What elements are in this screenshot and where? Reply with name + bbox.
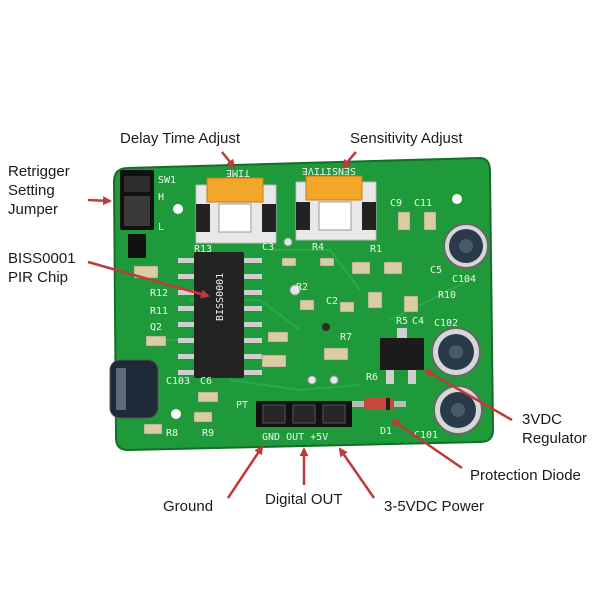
- callout-ground: Ground: [163, 498, 214, 515]
- capacitor-c101: [433, 385, 483, 435]
- mounting-hole: [452, 194, 462, 204]
- silk-r1: R1: [370, 244, 382, 255]
- silk-r13: R13: [194, 244, 212, 255]
- arrow-ground: [226, 445, 264, 499]
- mounting-hole: [171, 409, 181, 419]
- callout-regulator-line2: Regulator: [522, 430, 588, 447]
- silk-c101: C101: [414, 430, 438, 441]
- arrow-chip: [87, 260, 210, 299]
- callout-chip-line1: BISS0001: [8, 250, 76, 267]
- silk-c103: C103: [166, 376, 190, 387]
- silk-c9: C9: [390, 198, 402, 209]
- silk-r7: R7: [340, 332, 352, 343]
- arrow-retrigger: [87, 196, 112, 206]
- silk-r10: R10: [438, 290, 456, 301]
- silk-c2: C2: [326, 296, 338, 307]
- silk-r9: R9: [202, 428, 214, 439]
- callout-biss0001-chip: BISS0001 PIR Chip: [8, 249, 76, 287]
- delay-potentiometer: [195, 177, 277, 244]
- capacitor-c102: [431, 327, 481, 377]
- silk-c104: C104: [452, 274, 476, 285]
- protection-diode: [352, 398, 406, 410]
- silk-c3: C3: [262, 242, 274, 253]
- arrow-delay: [221, 151, 236, 169]
- silk-c4: C4: [412, 316, 424, 327]
- arrow-diode: [390, 418, 463, 470]
- silk-c6: C6: [200, 376, 212, 387]
- silk-r12: R12: [150, 288, 168, 299]
- silk-pin-labels: GND OUT +5V: [262, 432, 328, 443]
- pads: [283, 237, 339, 385]
- callout-regulator: 3VDC Regulator: [522, 410, 587, 448]
- silk-r6: R6: [366, 372, 378, 383]
- silk-r8: R8: [166, 428, 178, 439]
- regulator-component: [380, 328, 424, 384]
- silk-r5: R5: [396, 316, 408, 327]
- silk-c102: C102: [434, 318, 458, 329]
- arrow-power: [338, 447, 376, 499]
- callout-protection-diode: Protection Diode: [470, 467, 581, 484]
- callout-regulator-line1: 3VDC: [522, 411, 563, 428]
- pin-header: [256, 401, 352, 427]
- callout-retrigger-line2: Setting: [8, 182, 55, 199]
- arrow-regulator: [423, 368, 513, 422]
- arrow-sensitivity: [341, 151, 357, 169]
- mounting-hole: [322, 323, 330, 331]
- retrigger-jumper: [120, 170, 154, 258]
- pcb-traces: [160, 249, 471, 392]
- callout-delay-time-adjust: Delay Time Adjust: [120, 130, 241, 147]
- callout-retrigger-line1: Retrigger: [8, 163, 70, 180]
- silk-l: L: [158, 222, 164, 233]
- silk-sw1: SW1: [158, 175, 176, 186]
- mounting-hole: [173, 204, 183, 214]
- silk-sensitive: SENSITIVE: [302, 165, 356, 176]
- silk-h: H: [158, 192, 164, 203]
- silk-time: TIME: [226, 167, 250, 178]
- biss0001-chip: [178, 252, 262, 378]
- callout-digital-out: Digital OUT: [265, 491, 343, 508]
- callout-chip-line2: PIR Chip: [8, 269, 69, 286]
- callout-retrigger-line3: Jumper: [8, 201, 59, 218]
- silk-r4: R4: [312, 242, 324, 253]
- silk-r11: R11: [150, 306, 168, 317]
- silk-d1: D1: [380, 426, 392, 437]
- callout-arrows: [87, 151, 513, 499]
- callout-retrigger-jumper: Retrigger Setting Jumper: [8, 162, 70, 219]
- callout-power: 3-5VDC Power: [384, 498, 485, 515]
- silk-r2: R2: [296, 282, 308, 293]
- chip-marking: BISS0001: [215, 273, 226, 321]
- capacitor-c104: [443, 223, 489, 269]
- silk-q2: Q2: [150, 322, 162, 333]
- smd-components: [133, 211, 437, 435]
- capacitor-c103: [109, 359, 159, 419]
- silk-c5: C5: [430, 265, 442, 276]
- silk-pt: PT: [236, 400, 248, 411]
- sensitivity-potentiometer: [295, 175, 377, 241]
- callout-sensitivity-adjust: Sensitivity Adjust: [350, 130, 463, 147]
- silk-c11: C11: [414, 198, 432, 209]
